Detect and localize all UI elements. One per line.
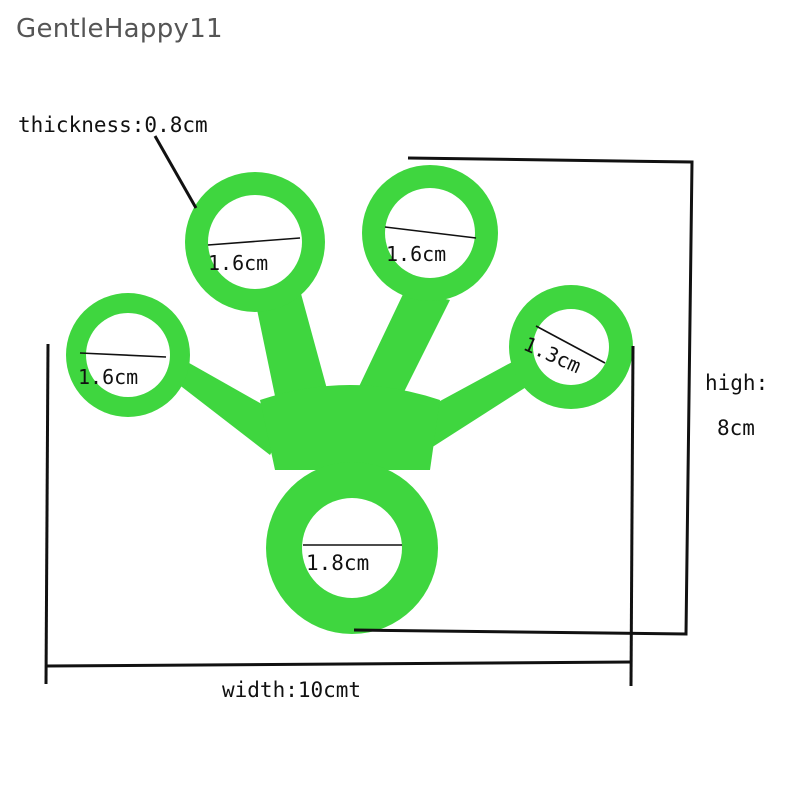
ring-top-right-label: 1.6cm <box>386 242 446 266</box>
ring-left-label: 1.6cm <box>78 365 138 389</box>
height-bracket <box>353 156 694 636</box>
diameter-lines <box>79 226 606 546</box>
width-dimension <box>44 343 635 687</box>
ring-bottom-label: 1.8cm <box>306 551 369 575</box>
height-label: high: <box>705 371 768 395</box>
thickness-pointer <box>153 135 198 209</box>
width-label: width:10cmt <box>222 678 361 702</box>
ring-top-left-label: 1.6cm <box>208 251 268 275</box>
height-value: 8cm <box>717 416 755 440</box>
watermark-text: GentleHappy11 <box>16 14 223 44</box>
thickness-label: thickness:0.8cm <box>18 113 208 137</box>
